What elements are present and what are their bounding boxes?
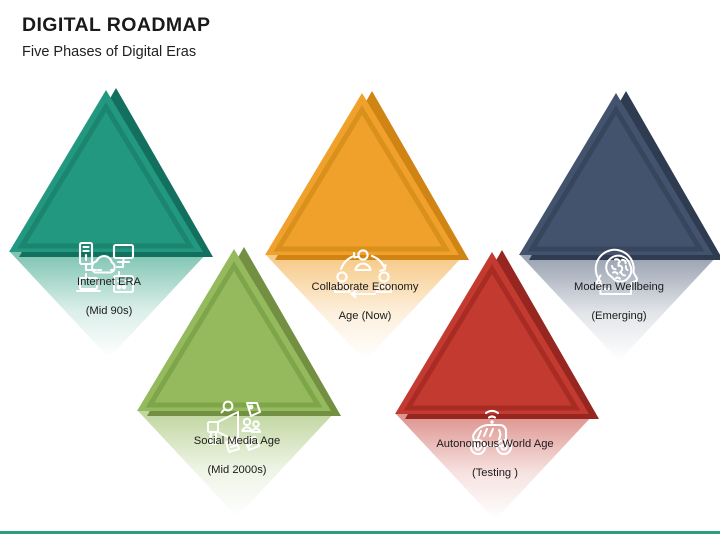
main-triangle xyxy=(395,252,589,414)
bottom-accent-rule xyxy=(0,531,720,534)
triangle-graphic-internet-era xyxy=(2,86,216,358)
triangle-graphic-autonomous-world-age xyxy=(388,248,602,520)
reflection-shape xyxy=(138,411,336,517)
triangle-graphic-modern-wellbeing xyxy=(512,89,720,361)
inner-outline xyxy=(273,105,451,252)
main-triangle xyxy=(9,90,203,252)
collaboration-people-icon xyxy=(322,241,404,307)
page-subtitle: Five Phases of Digital Eras xyxy=(22,44,197,61)
inner-outline xyxy=(17,102,195,249)
triangle-graphic-social-media-age xyxy=(130,245,344,517)
reflection-shape xyxy=(266,255,464,361)
brain-head-icon xyxy=(576,239,658,307)
inner-outline xyxy=(145,261,323,408)
reflection-shape xyxy=(396,414,594,520)
phase-card-modern-wellbeing[interactable]: Modern Wellbeing (Emerging) xyxy=(512,89,720,361)
phase-card-internet-era[interactable]: Internet ERA (Mid 90s) xyxy=(2,86,216,358)
phase-card-autonomous-world-age[interactable]: Autonomous World Age (Testing ) xyxy=(388,248,602,520)
page-title: DIGITAL ROADMAP xyxy=(22,14,211,36)
cloud-network-icon xyxy=(65,236,147,304)
reflection-shape xyxy=(10,252,208,358)
slide-header: DIGITAL ROADMAP Five Phases of Digital E… xyxy=(22,14,622,62)
main-triangle xyxy=(265,93,459,255)
megaphone-marketing-icon xyxy=(194,395,276,463)
triangle-graphic-collaborate-economy-age xyxy=(258,89,472,361)
main-triangle xyxy=(137,249,331,411)
inner-outline xyxy=(403,264,581,411)
reflection-shape xyxy=(520,255,718,361)
main-triangle xyxy=(519,93,713,255)
self-driving-car-icon xyxy=(451,398,533,466)
